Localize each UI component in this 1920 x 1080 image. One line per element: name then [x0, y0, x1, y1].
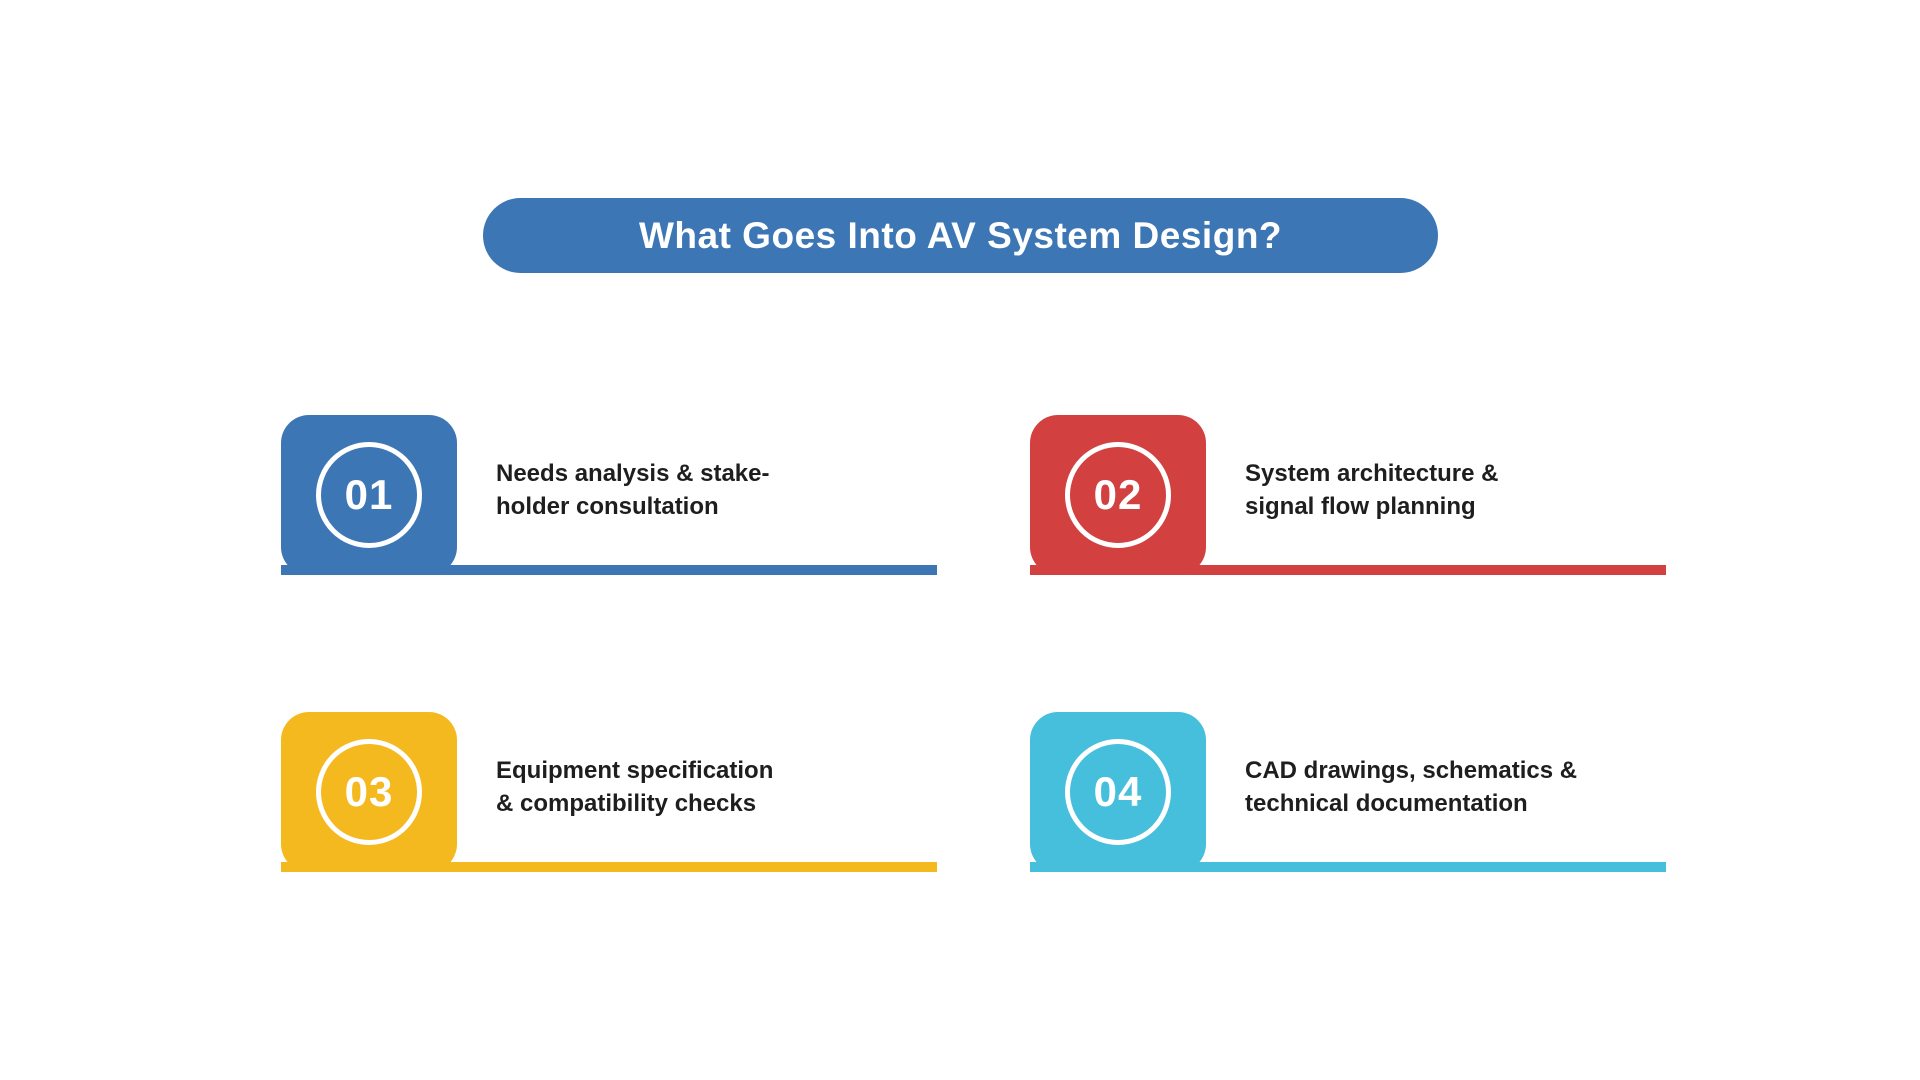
step-description: CAD drawings, schematics & technical doc… — [1245, 712, 1577, 862]
step-number-box: 01 — [281, 415, 457, 575]
step-description: System architecture & signal flow planni… — [1245, 415, 1498, 565]
step-number: 01 — [344, 471, 394, 518]
step-number-box: 03 — [281, 712, 457, 872]
step-card-1: 01 Needs analysis & stake- holder consul… — [281, 415, 941, 575]
step-card-2: 02 System architecture & signal flow pla… — [1030, 415, 1690, 575]
step-description-line1: CAD drawings, schematics & — [1245, 757, 1578, 784]
step-underline — [1030, 565, 1666, 575]
step-description-line2: & compatibility checks — [496, 790, 757, 817]
step-description: Equipment specification & compatibility … — [496, 712, 773, 862]
step-description-line2: holder consultation — [496, 493, 719, 520]
step-description-line1: System architecture & — [1245, 460, 1499, 487]
step-number: 04 — [1093, 768, 1143, 815]
step-number-circle: 02 — [1065, 442, 1171, 548]
step-number: 03 — [344, 768, 394, 815]
step-card-3: 03 Equipment specification & compatibili… — [281, 712, 941, 872]
step-underline — [1030, 862, 1666, 872]
step-number: 02 — [1093, 471, 1143, 518]
title-pill: What Goes Into AV System Design? — [483, 198, 1438, 273]
title-text: What Goes Into AV System Design? — [638, 214, 1283, 256]
step-number-box: 02 — [1030, 415, 1206, 575]
step-description-line2: technical documentation — [1245, 790, 1528, 817]
step-number-circle: 03 — [316, 739, 422, 845]
step-underline — [281, 862, 937, 872]
step-description-line1: Needs analysis & stake- — [496, 460, 770, 487]
step-description-line1: Equipment specification — [496, 757, 774, 784]
step-description: Needs analysis & stake- holder consultat… — [496, 415, 769, 565]
step-description-line2: signal flow planning — [1245, 493, 1476, 520]
step-number-box: 04 — [1030, 712, 1206, 872]
step-number-circle: 04 — [1065, 739, 1171, 845]
step-underline — [281, 565, 937, 575]
step-number-circle: 01 — [316, 442, 422, 548]
step-card-4: 04 CAD drawings, schematics & technical … — [1030, 712, 1690, 872]
